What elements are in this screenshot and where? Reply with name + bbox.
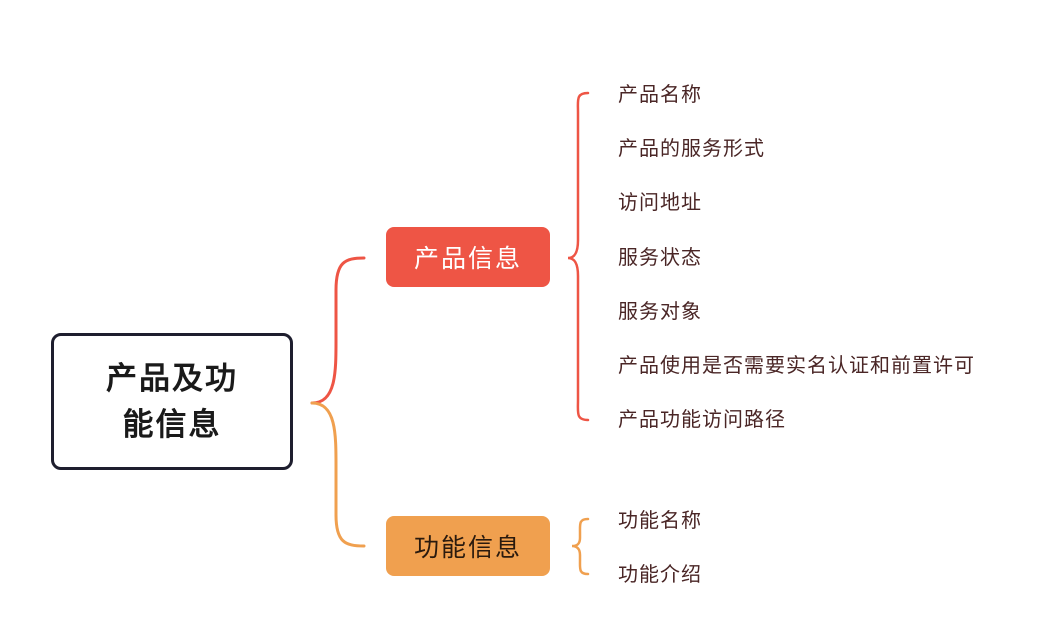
- product-items-bracket: [567, 91, 590, 422]
- root-to-product-connector: [310, 256, 366, 405]
- leaf-item-function-name: 功能名称: [618, 508, 702, 532]
- branch-label-function-info: 功能信息: [413, 533, 522, 562]
- leaf-item-service-form: 产品的服务形式: [618, 136, 765, 160]
- leaf-item-access-address: 访问地址: [618, 190, 702, 214]
- branch-node-product-info: 产品信息: [386, 227, 550, 287]
- branch-label-product-info: 产品信息: [413, 244, 522, 273]
- leaf-item-real-name-auth: 产品使用是否需要实名认证和前置许可: [618, 353, 975, 377]
- branch-node-function-info: 功能信息: [386, 516, 550, 576]
- root-node: 产品及功能信息: [51, 333, 293, 470]
- root-label: 产品及功能信息: [106, 360, 238, 443]
- root-to-function-connector: [310, 401, 366, 548]
- leaf-item-function-intro: 功能介绍: [618, 562, 702, 586]
- leaf-item-service-target: 服务对象: [618, 299, 702, 323]
- leaf-item-service-status: 服务状态: [618, 245, 702, 269]
- function-items-bracket: [571, 517, 590, 576]
- leaf-item-product-name: 产品名称: [618, 82, 702, 106]
- leaf-item-access-path: 产品功能访问路径: [618, 407, 786, 431]
